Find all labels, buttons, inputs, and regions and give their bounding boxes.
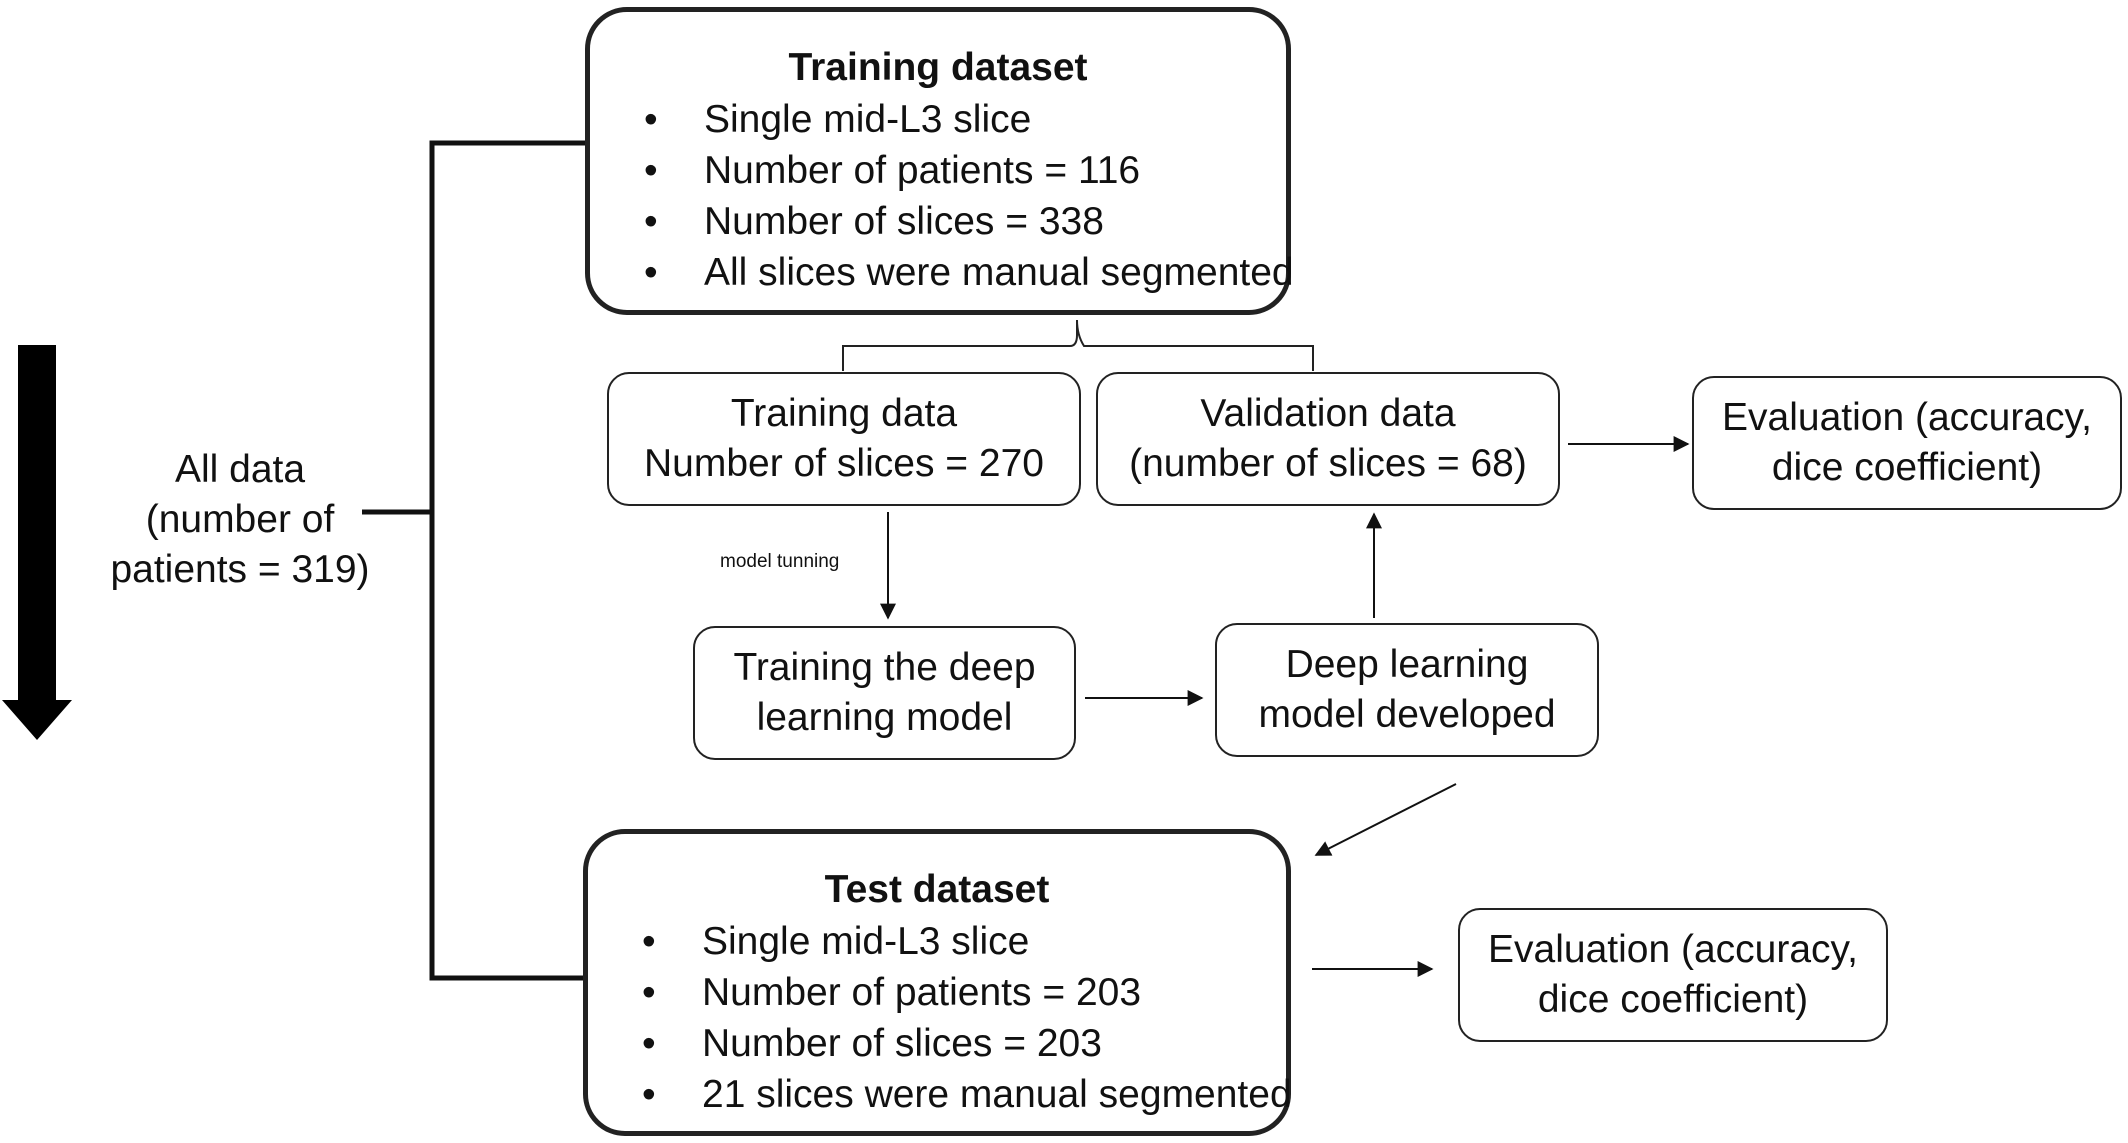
model-developed-line1: Deep learning — [1285, 643, 1529, 686]
all-data-label: All data (number of patients = 319) — [100, 445, 380, 595]
bullet-icon: • — [644, 149, 658, 192]
test-dataset-box: Test dataset • Single mid-L3 slice • Numbe… — [583, 829, 1292, 1136]
bullet-icon: • — [644, 200, 658, 243]
bullet-icon: • — [644, 251, 658, 294]
list-item-text: Number of slices = 203 — [702, 1022, 1102, 1065]
list-item: • Number of patients = 203 — [618, 967, 1256, 1018]
list-item-text: Number of slices = 338 — [704, 200, 1104, 243]
list-item: • All slices were manual segmented — [620, 247, 1294, 298]
test-dataset-title: Test dataset — [824, 868, 1050, 911]
training-model-line1: Training the deep — [733, 646, 1036, 689]
list-item-text: Single mid-L3 slice — [704, 98, 1032, 141]
bullet-icon: • — [642, 1022, 656, 1065]
all-data-line2: (number of — [145, 498, 335, 541]
training-dataset-box: Training dataset • Single mid-L3 slice • N… — [585, 7, 1294, 315]
training-data-box: Training data Number of slices = 270 — [607, 372, 1081, 506]
list-item-text: Number of patients = 116 — [704, 149, 1141, 192]
evaluation-test-line1: Evaluation (accuracy, — [1488, 928, 1858, 971]
evaluation-test-line2: dice coefficient) — [1537, 978, 1809, 1021]
evaluation-validation-box: Evaluation (accuracy, dice coefficient) — [1692, 376, 2122, 510]
list-item-text: 21 slices were manual segmented — [702, 1073, 1292, 1116]
model-tuning-label: model tunning — [720, 551, 840, 572]
model-developed-line2: model developed — [1258, 693, 1556, 736]
list-item: • Number of patients = 116 — [620, 145, 1256, 196]
bullet-icon: • — [642, 1073, 656, 1116]
list-item-text: Single mid-L3 slice — [702, 920, 1030, 963]
all-data-line1: All data — [174, 448, 306, 491]
evaluation-validation-line1: Evaluation (accuracy, — [1722, 396, 2092, 439]
training-model-box: Training the deep learning model — [693, 626, 1076, 760]
training-data-line2: Number of slices = 270 — [644, 442, 1044, 485]
list-item-text: Number of patients = 203 — [702, 971, 1142, 1014]
validation-data-line2: (number of slices = 68) — [1129, 442, 1527, 485]
test-dataset-list: • Single mid-L3 slice • Number of patients… — [618, 916, 1292, 1120]
validation-data-box: Validation data (number of slices = 68) — [1096, 372, 1560, 506]
list-item: • 21 slices were manual segmented — [618, 1069, 1292, 1120]
validation-data-line1: Validation data — [1200, 392, 1456, 435]
bullet-icon: • — [642, 920, 656, 963]
model-developed-box: Deep learning model developed — [1215, 623, 1599, 757]
list-item: • Single mid-L3 slice — [620, 94, 1256, 145]
evaluation-validation-line2: dice coefficient) — [1771, 446, 2043, 489]
training-dataset-title: Training dataset — [788, 46, 1088, 89]
list-item: • Number of slices = 203 — [618, 1018, 1256, 1069]
bullet-icon: • — [644, 98, 658, 141]
list-item: • Number of slices = 338 — [620, 196, 1256, 247]
flow-direction-arrow — [2, 345, 72, 740]
list-item-text: All slices were manual segmented — [704, 251, 1294, 294]
train-validation-brace — [842, 319, 1314, 371]
evaluation-test-box: Evaluation (accuracy, dice coefficient) — [1458, 908, 1888, 1042]
dataset-split-bracket — [429, 140, 588, 981]
training-model-line2: learning model — [756, 696, 1013, 739]
training-dataset-list: • Single mid-L3 slice • Number of patients… — [620, 94, 1294, 298]
training-data-line1: Training data — [730, 392, 958, 435]
all-data-line3: patients = 319) — [110, 548, 370, 591]
bullet-icon: • — [642, 971, 656, 1014]
arrow-developed-to-test — [1314, 783, 1457, 856]
list-item: • Single mid-L3 slice — [618, 916, 1256, 967]
